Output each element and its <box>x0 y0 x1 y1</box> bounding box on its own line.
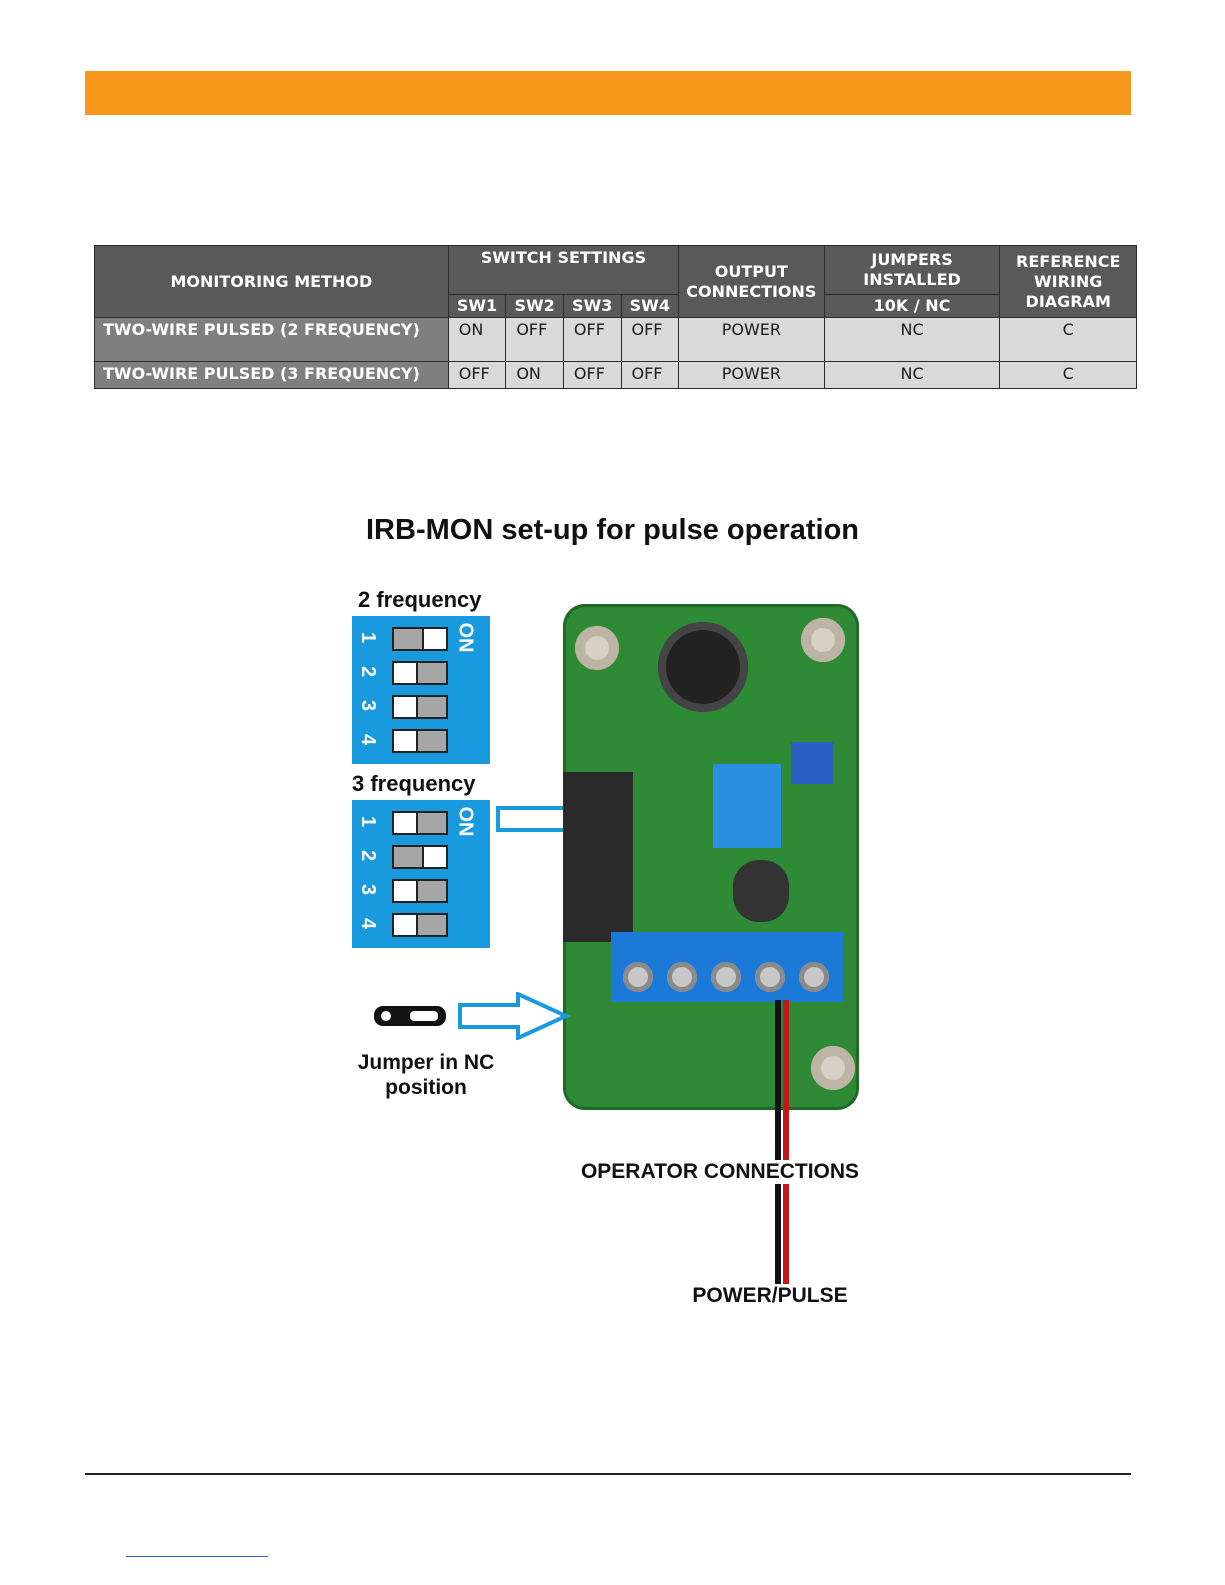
dip-2freq-label: 2 frequency <box>358 587 482 612</box>
terminal-block-icon <box>611 932 843 1002</box>
row-sw1: OFF <box>447 361 507 389</box>
dip-knob-icon <box>394 697 418 717</box>
header-monitoring-method: MONITORING METHOD <box>94 245 449 318</box>
screw-icon <box>755 962 785 992</box>
mount-hole-icon <box>575 626 619 670</box>
row-reference: C <box>999 361 1137 389</box>
arrow-to-jumper-icon <box>458 992 571 1040</box>
dip-on-label: ON <box>454 806 477 837</box>
dip-knob-icon <box>394 663 418 683</box>
header-sw3: SW3 <box>562 294 622 318</box>
header-bar <box>85 71 1131 115</box>
dip-switch-position <box>392 913 448 937</box>
header-reference-wiring: REFERENCE WIRING DIAGRAM <box>999 245 1137 318</box>
row-jumper: NC <box>823 361 1001 389</box>
row-sw2: ON <box>505 361 564 389</box>
dip-switch-position <box>392 729 448 753</box>
dip-knob-icon <box>394 813 418 833</box>
row-sw4: OFF <box>620 361 680 389</box>
screw-icon <box>799 962 829 992</box>
dip-knob-icon <box>422 847 446 867</box>
dip-knob-icon <box>394 881 418 901</box>
header-sw2: SW2 <box>505 294 564 318</box>
operator-connections-caption: OPERATOR CONNECTIONS <box>540 1160 900 1184</box>
jumper-icon <box>374 1006 446 1026</box>
capacitor-icon <box>733 860 789 922</box>
table-row: TWO-WIRE PULSED (2 FREQUENCY) ON OFF OFF… <box>94 317 1137 362</box>
row-reference: C <box>999 317 1137 362</box>
row-sw1: ON <box>447 317 507 362</box>
switch-settings-table: MONITORING METHOD SWITCH SETTINGS OUTPUT… <box>94 245 1137 389</box>
dip-number-label: 3 <box>357 699 380 712</box>
screw-icon <box>667 962 697 992</box>
screw-icon <box>711 962 741 992</box>
power-pulse-caption: POWER/PULSE <box>660 1284 880 1308</box>
footer-rule <box>85 1473 1131 1475</box>
dip-switch-position <box>392 811 448 835</box>
board-dip-switch-icon <box>713 764 781 848</box>
row-output: POWER <box>678 317 825 362</box>
jumper-caption-line1: Jumper in NC <box>357 1051 495 1074</box>
row-sw3: OFF <box>562 317 622 362</box>
header-sw1: SW1 <box>447 294 507 318</box>
dip-knob-icon <box>394 915 418 935</box>
dip-switch-position <box>392 695 448 719</box>
dip-switch-position <box>392 661 448 685</box>
dip-switch-position <box>392 627 448 651</box>
dip-switch-position <box>392 845 448 869</box>
mount-hole-icon <box>801 618 845 662</box>
row-jumper: NC <box>823 317 1001 362</box>
dip-switch-position <box>392 879 448 903</box>
ir-lens-icon <box>658 622 748 712</box>
red-wire <box>783 1000 789 1290</box>
header-jumper-10k-nc: 10K / NC <box>823 294 1001 318</box>
mount-hole-icon <box>811 1046 855 1090</box>
dip-number-label: 3 <box>357 883 380 896</box>
dip-switch-2freq: ON 1 2 3 4 <box>352 616 490 764</box>
dip-on-label: ON <box>454 622 477 653</box>
dip-number-label: 2 <box>357 849 380 862</box>
sensitivity-pot-icon <box>791 742 833 784</box>
relay-icon <box>563 772 633 942</box>
header-jumpers-installed: JUMPERS INSTALLED <box>823 245 1001 295</box>
black-wire <box>775 1000 781 1290</box>
dip-number-label: 1 <box>357 631 380 644</box>
row-method: TWO-WIRE PULSED (3 FREQUENCY) <box>94 361 449 389</box>
row-method: TWO-WIRE PULSED (2 FREQUENCY) <box>94 317 449 362</box>
dip-number-label: 2 <box>357 665 380 678</box>
dip-number-label: 1 <box>357 815 380 828</box>
screw-icon <box>623 962 653 992</box>
dip-knob-icon <box>394 731 418 751</box>
table-row: TWO-WIRE PULSED (3 FREQUENCY) OFF ON OFF… <box>94 361 1137 389</box>
jumper-caption-line2: position <box>385 1076 467 1099</box>
dip-switch-3freq: ON 1 2 3 4 <box>352 800 490 948</box>
dip-number-label: 4 <box>357 733 380 746</box>
figure-title: IRB-MON set-up for pulse operation <box>366 514 859 546</box>
jumper-caption: Jumper in NC position <box>340 1050 512 1100</box>
row-sw2: OFF <box>505 317 564 362</box>
dip-number-label: 4 <box>357 917 380 930</box>
row-sw4: OFF <box>620 317 680 362</box>
dip-knob-icon <box>422 629 446 649</box>
header-switch-settings: SWITCH SETTINGS <box>447 245 680 295</box>
row-sw3: OFF <box>562 361 622 389</box>
dip-3freq-label: 3 frequency <box>352 771 476 796</box>
footer-link-underline <box>126 1556 268 1557</box>
row-output: POWER <box>678 361 825 389</box>
header-sw4: SW4 <box>620 294 680 318</box>
header-output-connections: OUTPUT CONNECTIONS <box>678 245 825 318</box>
irb-mon-board <box>563 604 859 1110</box>
